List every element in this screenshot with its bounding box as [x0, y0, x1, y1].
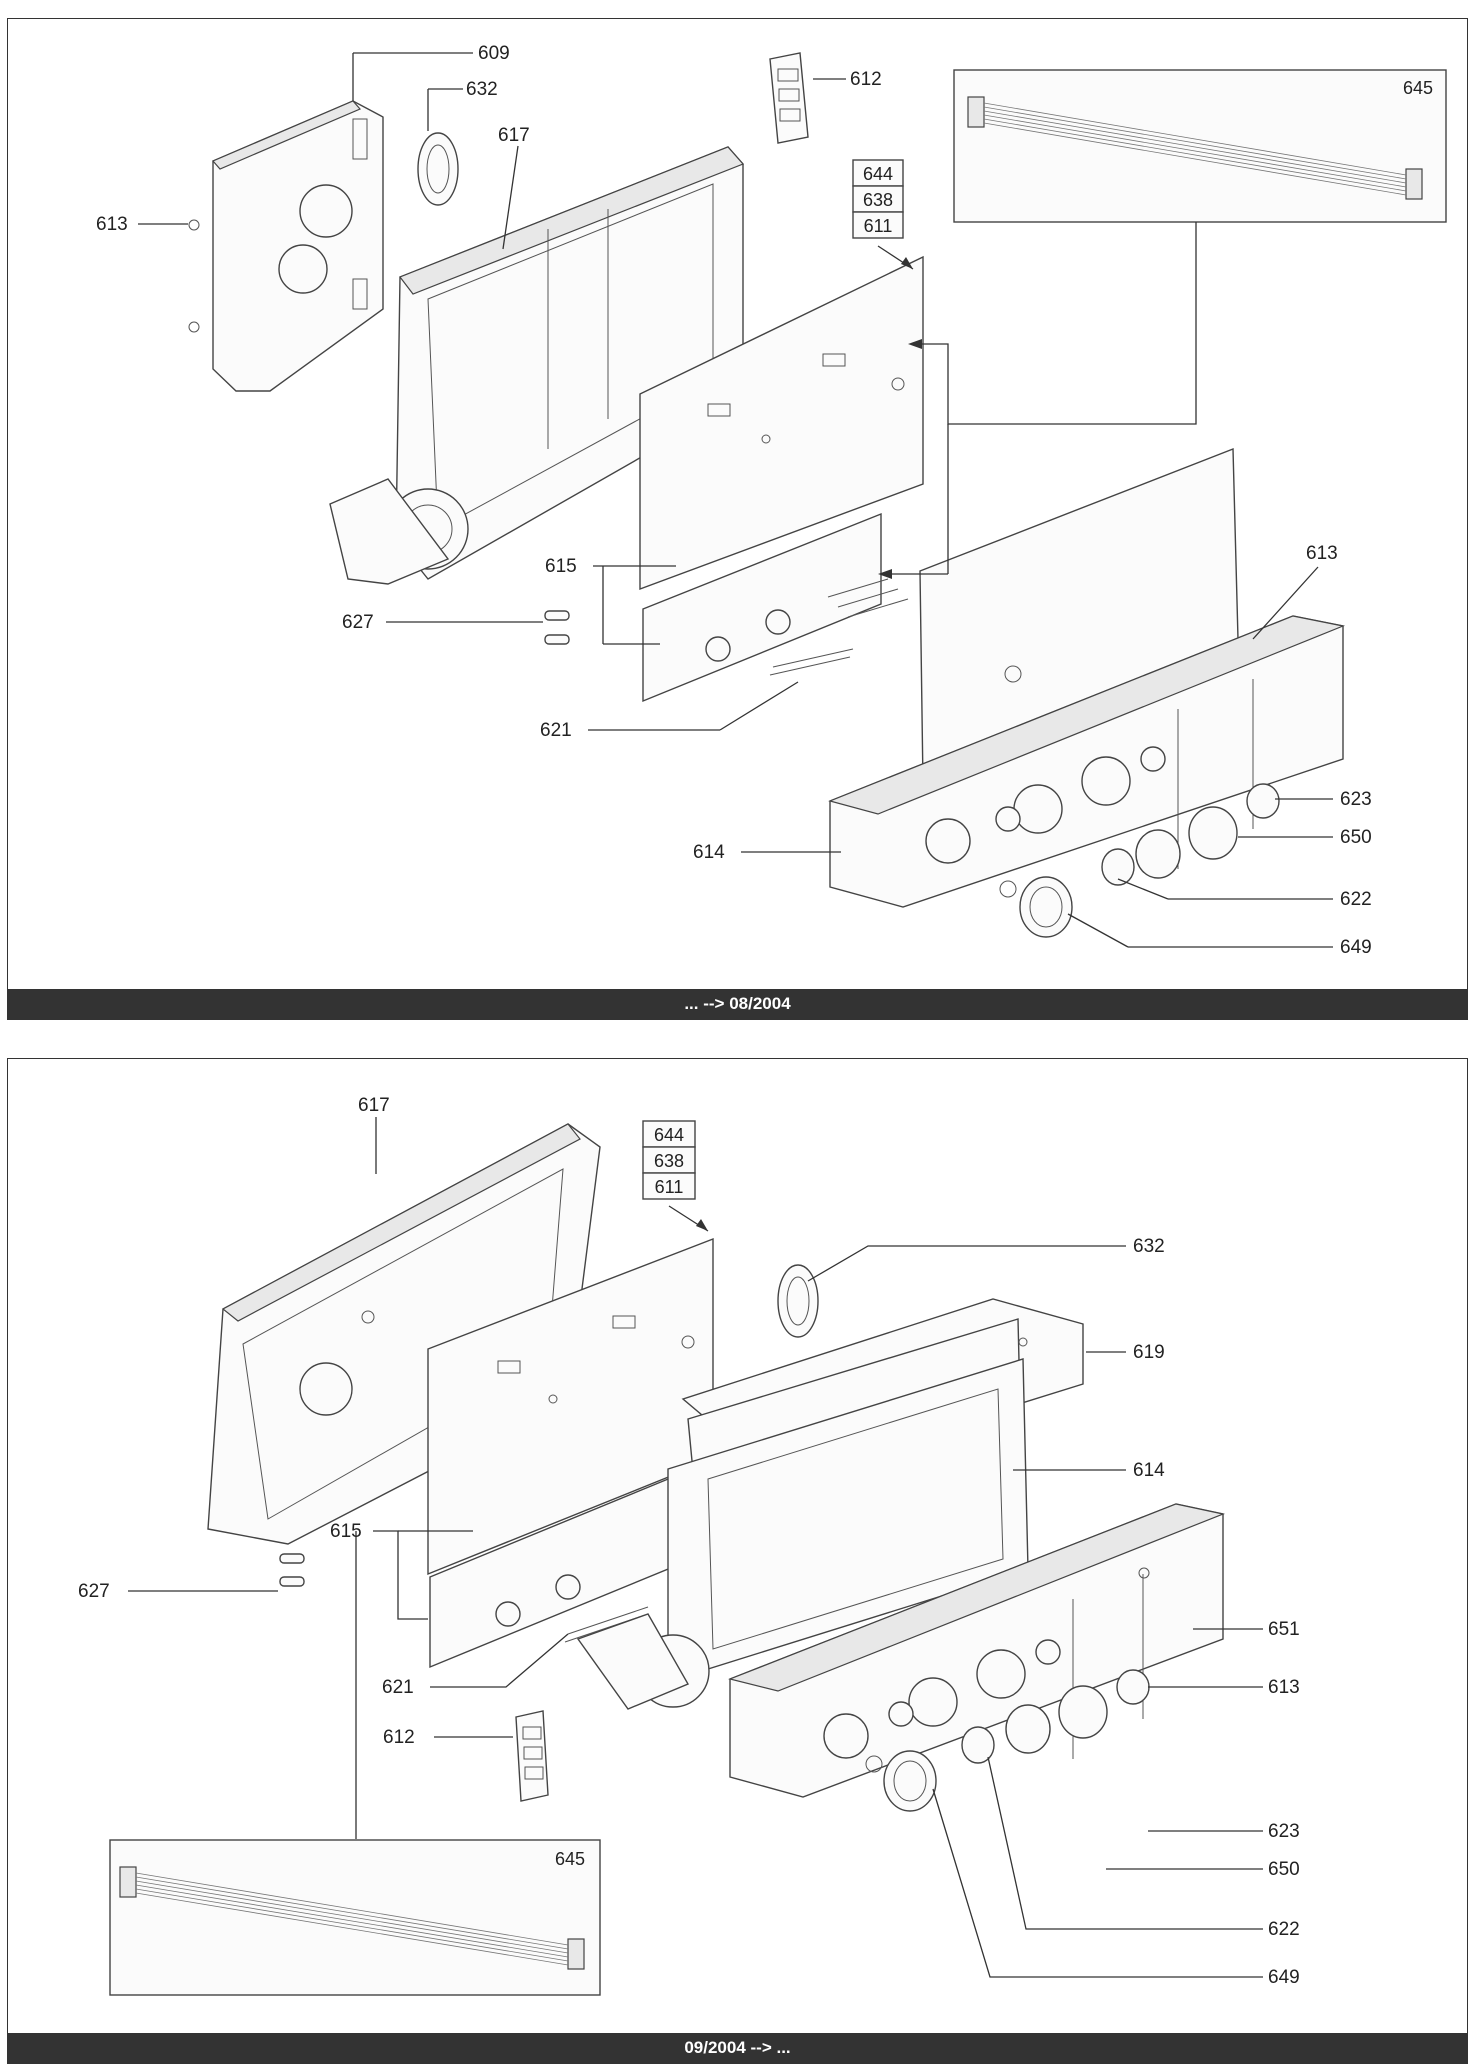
panel-footer: 09/2004 --> ... — [8, 2033, 1467, 2063]
callout-650: 650 — [1340, 827, 1372, 848]
wiring-harness-inset-top — [953, 69, 1447, 223]
diagram-panel-bottom: 644 638 611 645 617 632 — [7, 1058, 1468, 2064]
callout-615: 615 — [545, 556, 577, 577]
callout-622: 622 — [1340, 889, 1372, 910]
callout-615: 615 — [330, 1521, 362, 1542]
callout-651: 651 — [1268, 1619, 1300, 1640]
callout-614: 614 — [693, 842, 725, 863]
stack-label: 638 — [654, 1151, 684, 1171]
callout-627: 627 — [342, 612, 374, 633]
knobs-drawing — [865, 1669, 1150, 1812]
callout-609: 609 — [478, 43, 510, 64]
callout-613: 613 — [1306, 543, 1338, 564]
chassis-614-drawing — [576, 1358, 1029, 1710]
callout-623: 623 — [1340, 789, 1372, 810]
panel-footer: ... --> 08/2004 — [8, 989, 1467, 1019]
front-panel-651-drawing — [728, 1503, 1226, 1798]
wiring-harness-inset-bottom — [109, 1839, 601, 1996]
housing-617-drawing — [329, 146, 745, 585]
stack-label-boxes-top: 644 638 611 — [852, 159, 914, 270]
stack-label: 611 — [655, 1177, 684, 1197]
callout-649: 649 — [1340, 937, 1372, 958]
gasket-632-drawing — [777, 1264, 819, 1338]
terminal-block-612-drawing — [515, 1710, 549, 1802]
fuses-627-drawing — [544, 610, 570, 645]
stack-label: 644 — [863, 164, 893, 184]
display-pcb-615-drawing — [642, 512, 909, 703]
housing-617-drawing — [207, 1123, 601, 1545]
light-pipe-621-drawing — [769, 648, 854, 676]
callout-612: 612 — [383, 1727, 415, 1748]
callout-617: 617 — [498, 125, 530, 146]
callout-612: 612 — [850, 69, 882, 90]
main-pcb-drawing — [639, 255, 924, 591]
callout-632: 632 — [466, 79, 498, 100]
stack-label: 611 — [864, 216, 893, 236]
callout-649: 649 — [1268, 1967, 1300, 1988]
callout-627: 627 — [78, 1581, 110, 1602]
inset-label: 645 — [1403, 78, 1433, 98]
exploded-view-top: 644 638 611 645 — [96, 43, 1447, 958]
callout-623: 623 — [1268, 1821, 1300, 1842]
knobs-drawing — [999, 783, 1280, 938]
stack-label-boxes-bottom: 644 638 611 — [642, 1120, 709, 1232]
exploded-view-bottom: 644 638 611 645 617 632 — [78, 1095, 1300, 1996]
terminal-block-612-drawing — [769, 52, 809, 144]
callout-614: 614 — [1133, 1460, 1165, 1481]
callout-621: 621 — [382, 1677, 414, 1698]
callout-622: 622 — [1268, 1919, 1300, 1940]
leader-lines-top — [138, 52, 1333, 948]
stack-label: 638 — [863, 190, 893, 210]
stack-label: 644 — [654, 1125, 684, 1145]
bracket-609-drawing — [188, 100, 384, 392]
fuses-627-drawing — [279, 1553, 305, 1587]
control-panel-614-drawing — [828, 447, 1346, 908]
leader-lines-bottom — [128, 1117, 1263, 1978]
callout-632: 632 — [1133, 1236, 1165, 1257]
gasket-632-drawing — [417, 132, 459, 206]
callout-613: 613 — [96, 214, 128, 235]
callout-650: 650 — [1268, 1859, 1300, 1880]
callout-619: 619 — [1133, 1342, 1165, 1363]
callout-621: 621 — [540, 720, 572, 741]
callout-613: 613 — [1268, 1677, 1300, 1698]
diagram-panel-top: 644 638 611 645 — [7, 18, 1468, 1020]
callout-617: 617 — [358, 1095, 390, 1116]
inset-label: 645 — [555, 1849, 585, 1869]
